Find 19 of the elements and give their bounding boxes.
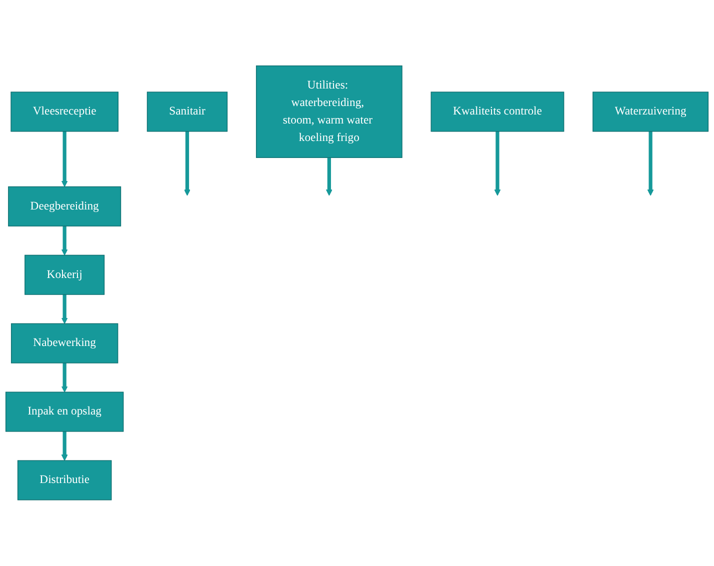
- arrow: [326, 158, 332, 196]
- node-box: Utilities: waterbereiding, stoom, warm water koeling frigo: [256, 66, 402, 158]
- arrow: [184, 132, 190, 196]
- node-box: Vleesreceptie: [10, 92, 118, 132]
- arrow: [61, 432, 68, 461]
- arrow: [61, 294, 68, 324]
- arrow: [647, 132, 654, 196]
- arrow: [61, 226, 68, 256]
- node-box: Waterzuivering: [592, 92, 709, 132]
- arrow: [61, 363, 68, 393]
- node-box: Deegbereiding: [8, 186, 122, 227]
- node-box: Kokerij: [24, 254, 105, 296]
- node-box: Sanitair: [146, 92, 228, 132]
- node-box: Nabewerking: [10, 323, 118, 364]
- node-box: Distributie: [17, 460, 112, 500]
- node-box: Inpak en opslag: [5, 392, 124, 432]
- arrow: [61, 132, 68, 188]
- arrow: [494, 132, 501, 196]
- node-box: Kwaliteits controle: [430, 92, 564, 132]
